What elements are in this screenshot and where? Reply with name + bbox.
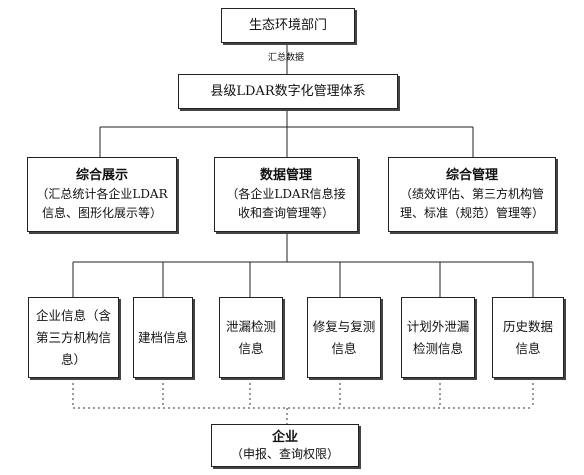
edge-label-summary-data: 汇总数据 [268,53,305,63]
info-item-label: 计划外泄漏检测信息 [406,318,470,356]
node-info-filing: 建档信息 [133,297,193,378]
info-item-label: 企业信息（含第三方机构信息） [35,307,111,367]
node-ldar-system-label: 县级LDAR数字化管理体系 [210,84,366,99]
enterprise-desc: （申报、查询权限） [230,446,339,461]
node-environment-dept-label: 生态环境部门 [248,18,327,33]
node-ldar-system: 县级LDAR数字化管理体系 [178,74,398,109]
node-module-display: 综合展示 （汇总统计各企业LDAR信息、图形化展示等） [27,157,177,232]
node-info-history: 历史数据信息 [492,297,564,378]
info-item-label: 历史数据信息 [502,318,553,356]
node-module-management: 综合管理 （绩效评估、第三方机构管理、标准（规范）管理等） [388,157,556,232]
node-info-repair: 修复与复测信息 [307,297,381,378]
info-item-label: 建档信息 [137,329,188,345]
node-module-data: 数据管理 （各企业LDAR信息接收和查询管理等） [214,157,358,232]
dotted-links [72,378,534,424]
module-title: 综合管理 [445,168,498,183]
info-item-label: 修复与复测信息 [312,318,376,356]
node-info-unplanned: 计划外泄漏检测信息 [401,297,475,378]
enterprise-title: 企业 [271,429,298,445]
info-item-label: 泄漏检测信息 [225,318,276,356]
node-enterprise: 企业 （申报、查询权限） [211,424,359,467]
node-info-enterprise: 企业信息（含第三方机构信息） [28,297,119,378]
module-desc: （绩效评估、第三方机构管理、标准（规范）管理等） [399,187,544,220]
node-info-leak-detection: 泄漏检测信息 [219,297,283,378]
module-desc: （各企业LDAR信息接收和查询管理等） [226,187,346,220]
module-title: 综合展示 [75,168,128,183]
module-title: 数据管理 [259,168,312,183]
module-desc: （汇总统计各企业LDAR信息、图形化展示等） [36,187,168,220]
node-environment-dept: 生态环境部门 [221,8,355,43]
